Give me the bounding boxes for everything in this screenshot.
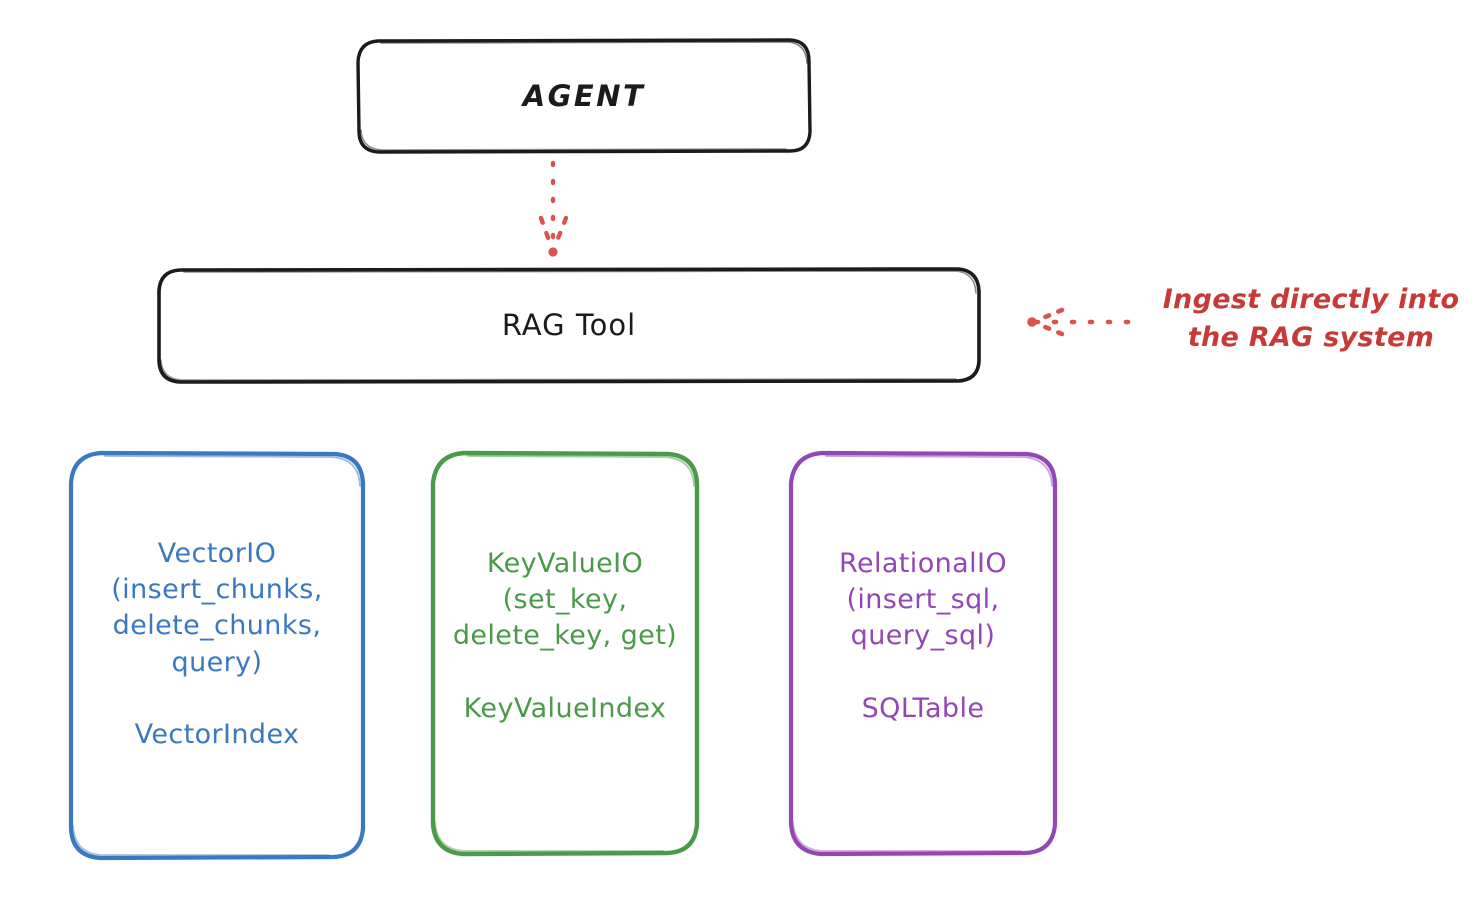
connector-agent-to-rag-tool <box>538 160 569 257</box>
rag-tool-label: RAG Tool <box>501 308 637 343</box>
relational-io-label: RelationalIO (insert_sql, query_sql) SQL… <box>839 548 1007 724</box>
vector-io-label: VectorIO (insert_chunks, delete_chunks, … <box>111 538 323 750</box>
node-relational-io[interactable]: RelationalIO (insert_sql, query_sql) SQL… <box>786 450 1060 857</box>
key-value-io-label: KeyValueIO (set_key, delete_key, get) Ke… <box>452 548 678 724</box>
node-rag-tool[interactable]: RAG Tool <box>156 267 982 384</box>
connector-ingest-to-rag-tool <box>1027 307 1131 337</box>
annotation-ingest-directly: Ingest directly into the RAG system <box>1162 284 1460 354</box>
node-key-value-io[interactable]: KeyValueIO (set_key, delete_key, get) Ke… <box>428 450 702 857</box>
agent-label: AGENT <box>522 78 646 113</box>
node-vector-io[interactable]: VectorIO (insert_chunks, delete_chunks, … <box>67 450 367 861</box>
node-agent[interactable]: AGENT <box>356 38 812 154</box>
